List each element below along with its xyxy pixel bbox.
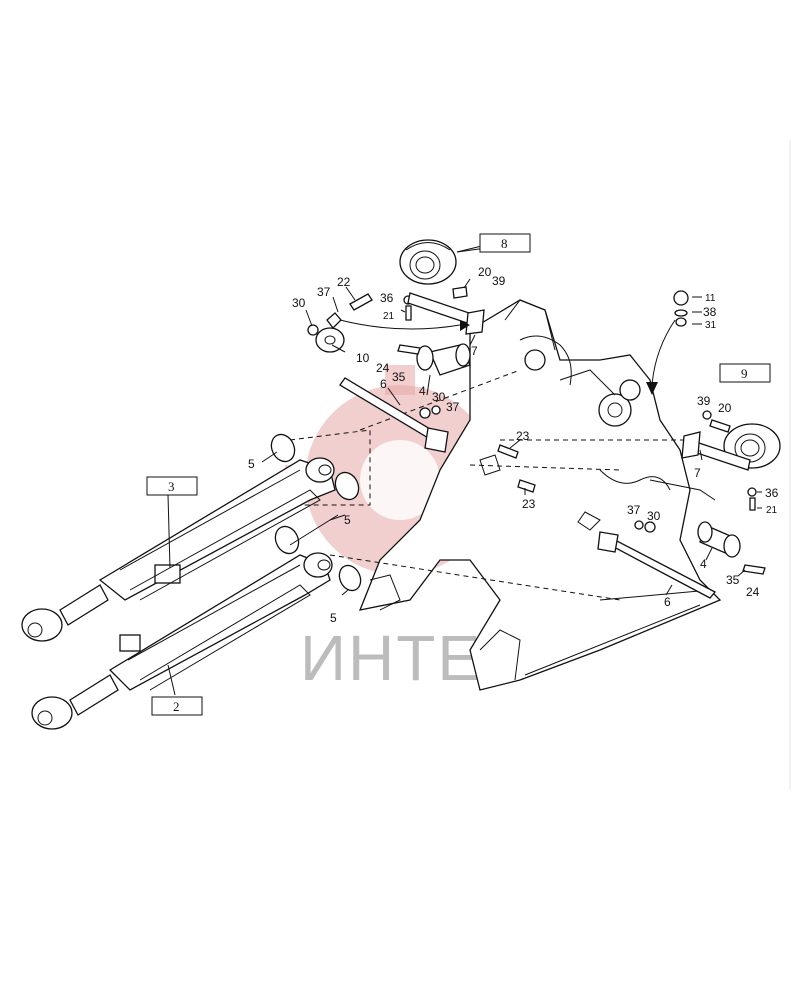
- callout-box-3: 3: [146, 476, 198, 496]
- callout-23: 23: [522, 497, 536, 511]
- hydraulic-cylinder-upper: [21, 457, 336, 642]
- callout-37: 37: [627, 503, 641, 517]
- bushing-left: [416, 343, 471, 376]
- callout-6: 6: [664, 595, 671, 609]
- hydraulic-cylinder-lower: [31, 552, 333, 730]
- callout-box-9: 9: [719, 363, 771, 383]
- callout-20: 20: [718, 401, 732, 415]
- fasteners: [307, 286, 766, 575]
- bracket-right: [681, 431, 751, 471]
- callout-37: 37: [317, 285, 331, 299]
- bracket-left: [407, 292, 485, 335]
- bushing-right: [697, 521, 741, 558]
- callout-23: 23: [516, 429, 530, 443]
- svg-text:9: 9: [741, 366, 748, 381]
- work-lamp-left: [399, 239, 457, 285]
- callout-5: 5: [248, 457, 255, 471]
- callout-6: 6: [380, 377, 387, 391]
- callout-box-2: 2: [151, 696, 203, 716]
- dashed-projection-lines: [289, 369, 690, 601]
- callout-24: 24: [746, 585, 760, 599]
- callout-39: 39: [697, 394, 711, 408]
- callout-36: 36: [380, 291, 394, 305]
- callout-30: 30: [647, 509, 661, 523]
- pin-right: [597, 531, 717, 599]
- callout-4: 4: [419, 384, 426, 398]
- callout-24: 24: [376, 361, 390, 375]
- callout-22: 22: [337, 275, 351, 289]
- callout-31: 31: [705, 320, 717, 331]
- svg-text:3: 3: [168, 479, 175, 494]
- callout-36: 36: [765, 486, 779, 500]
- loader-frame: [358, 299, 722, 691]
- callout-20: 20: [478, 265, 492, 279]
- callout-11: 11: [705, 293, 716, 304]
- callout-30: 30: [292, 296, 306, 310]
- shim-rings: [270, 433, 362, 592]
- direction-arrows: [339, 319, 676, 395]
- callout-7: 7: [471, 344, 478, 358]
- callout-35: 35: [726, 573, 740, 587]
- callout-30: 30: [432, 390, 446, 404]
- callout-5: 5: [330, 611, 337, 625]
- callout-38: 38: [703, 305, 717, 319]
- callout-21: 21: [383, 311, 395, 322]
- callout-10: 10: [356, 351, 370, 365]
- pin-left: [339, 377, 449, 453]
- callout-37: 37: [446, 400, 460, 414]
- svg-text:8: 8: [501, 236, 508, 251]
- callout-21: 21: [766, 505, 778, 516]
- callout-4: 4: [700, 557, 707, 571]
- callout-box-8: 8: [479, 233, 531, 253]
- svg-text:2: 2: [173, 699, 180, 714]
- part-number-callouts: 22 37 36 21 20 39 30 10 24 35 4 7 6 30 3…: [248, 265, 779, 625]
- callout-7: 7: [694, 466, 701, 480]
- pulley: [315, 327, 345, 353]
- callout-39: 39: [492, 274, 506, 288]
- callout-35: 35: [392, 370, 406, 384]
- callout-5: 5: [344, 513, 351, 527]
